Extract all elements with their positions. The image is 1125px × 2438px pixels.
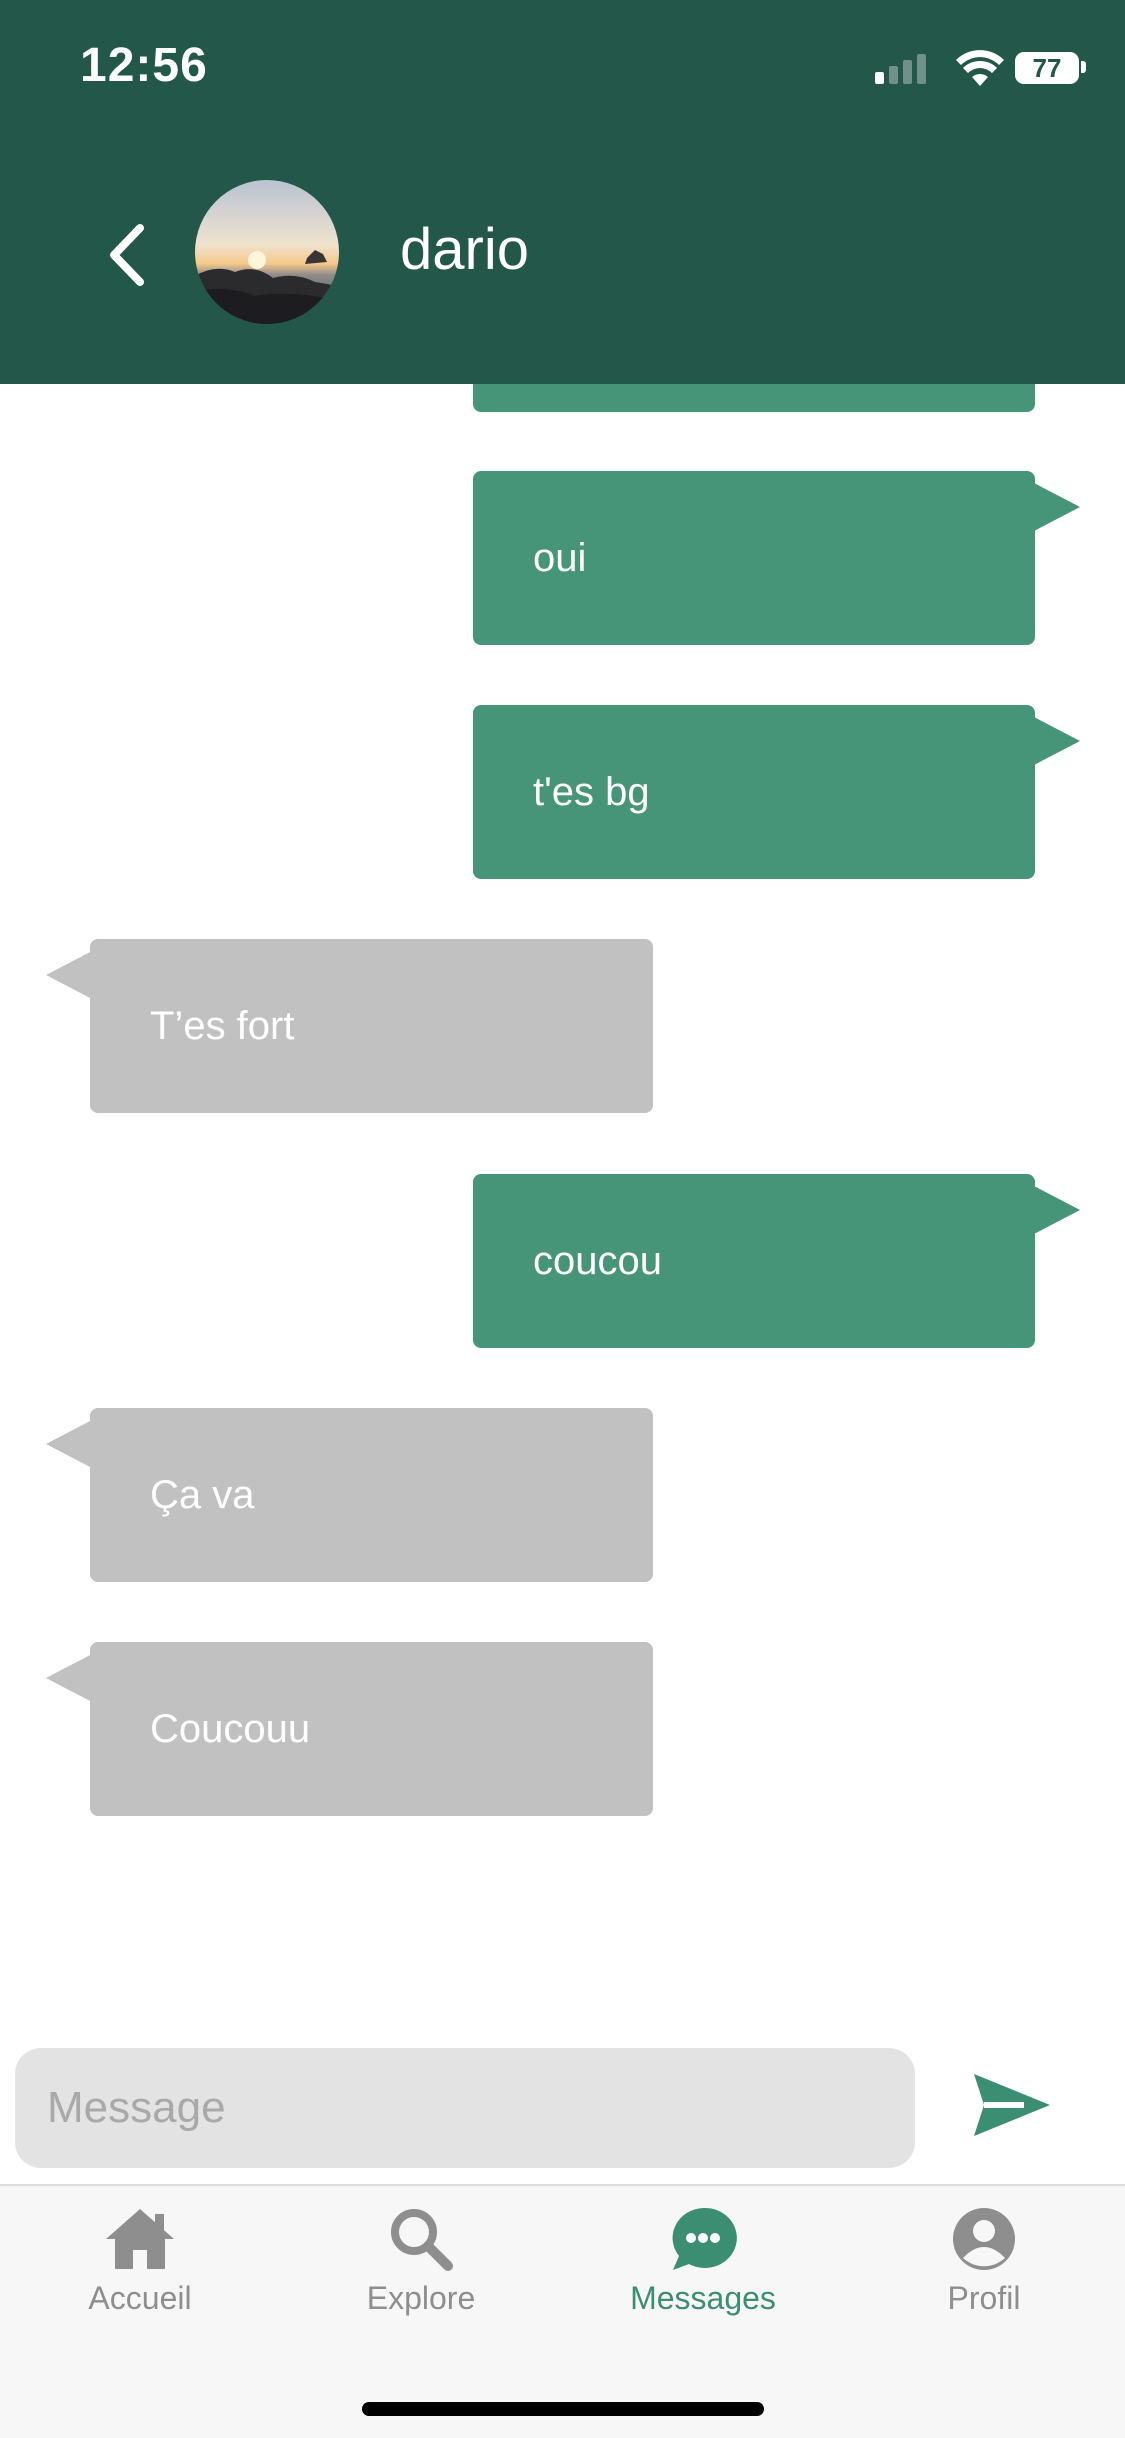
chat-header: 12:56 77 [0, 0, 1125, 384]
message-input-placeholder: Message [47, 2083, 226, 2132]
tab-messages[interactable]: Messages [593, 2206, 813, 2317]
send-icon[interactable] [972, 2070, 1052, 2140]
chat-bubble-icon [672, 2207, 737, 2270]
message-bubble-sent[interactable]: oui [473, 471, 1080, 645]
tab-label: Explore [366, 2280, 476, 2316]
bubble-tail [46, 1420, 92, 1468]
message-text: T’es fort [150, 1004, 295, 1048]
tab-label: Messages [630, 2280, 776, 2316]
search-icon [391, 2209, 453, 2271]
message-bubble-sent[interactable]: coucou [473, 1174, 1080, 1348]
message-text: Ça va [150, 1473, 255, 1517]
tab-label: Profil [947, 2280, 1021, 2316]
battery-indicator: 77 [1015, 52, 1079, 84]
tab-profil[interactable]: Profil [874, 2206, 1094, 2317]
wifi-icon [956, 50, 1004, 86]
battery-level: 77 [1032, 53, 1062, 83]
home-icon [106, 2209, 174, 2269]
message-bubble-received[interactable]: T’es fort [46, 939, 653, 1113]
tab-accueil[interactable]: Accueil [30, 2206, 250, 2317]
message-bubble-received[interactable]: Ça va [46, 1408, 653, 1582]
contact-avatar[interactable] [195, 180, 339, 324]
home-indicator [362, 2402, 764, 2416]
user-icon [953, 2208, 1015, 2270]
status-time: 12:56 [80, 39, 208, 92]
message-text: oui [533, 536, 587, 580]
tab-bar: Accueil Explore Messages Profil [0, 2184, 1125, 2438]
bubble-tail [1034, 483, 1080, 531]
back-icon[interactable] [106, 222, 150, 288]
bubble-tail [1034, 1186, 1080, 1234]
message-input[interactable]: Message [15, 2048, 915, 2168]
signal-icon [875, 54, 926, 84]
bubble-tail [46, 951, 92, 999]
message-text: Coucouu [150, 1707, 311, 1751]
tab-label: Accueil [88, 2280, 192, 2316]
message-text: coucou [533, 1239, 662, 1283]
message-text: t'es bg [533, 770, 650, 814]
battery-nub [1081, 61, 1086, 73]
bubble-tail [46, 1654, 92, 1702]
message-bubble-sent[interactable]: t'es bg [473, 705, 1080, 879]
contact-name: dario [400, 217, 529, 282]
bubble-tail [1034, 717, 1080, 765]
message-bubble-received[interactable]: Coucouu [46, 1642, 653, 1816]
tab-explore[interactable]: Explore [311, 2206, 531, 2317]
